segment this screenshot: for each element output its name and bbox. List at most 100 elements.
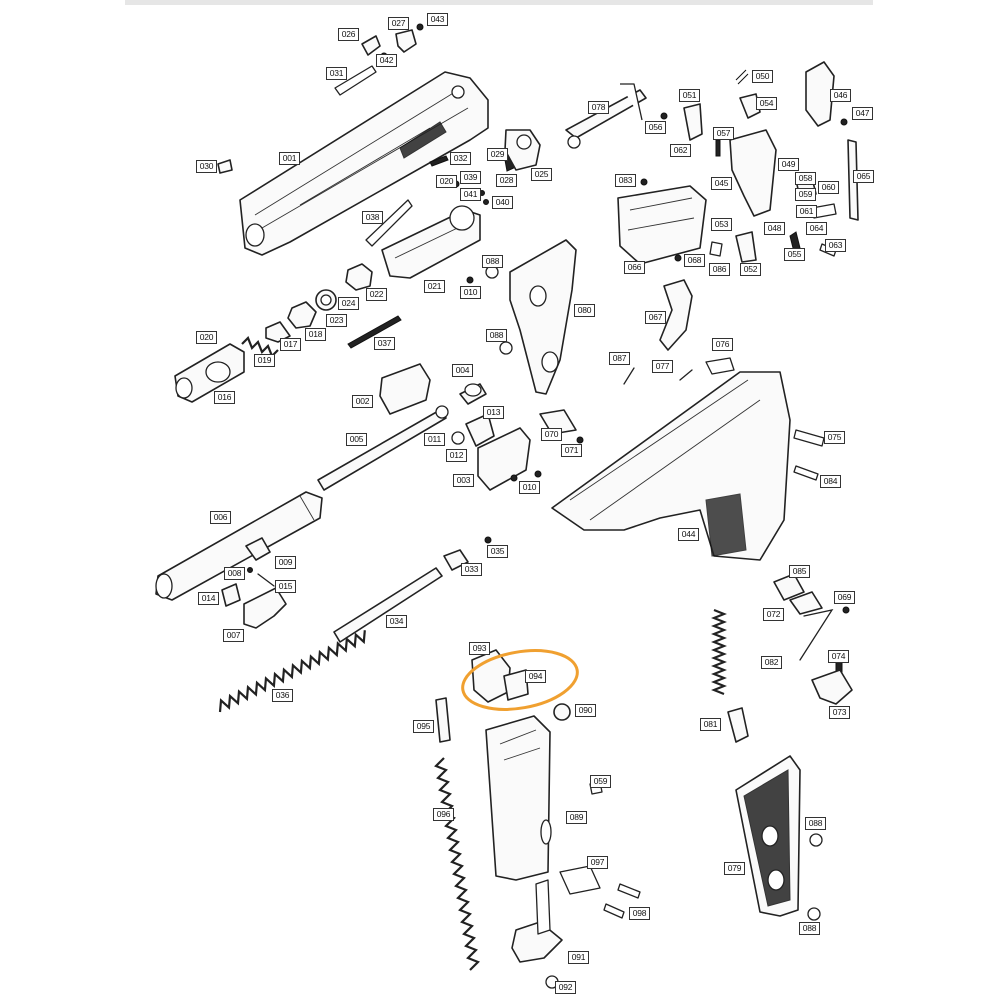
hop-up-chamber [174,336,245,403]
magazine-group [434,649,641,989]
part-label: 031 [326,67,347,80]
part-label: 005 [346,433,367,446]
grip-panel-079 [735,755,823,921]
part-label: 056 [645,121,666,134]
part-label: 074 [828,650,849,663]
part-label: 014 [198,592,219,605]
part-label: 039 [460,171,481,184]
part-label: 036 [272,689,293,702]
part-label: 088 [805,817,826,830]
part-034-guide-rod [333,567,443,643]
part-label: 091 [568,951,589,964]
part-label: 088 [482,255,503,268]
part-label: 057 [713,127,734,140]
part-label: 029 [487,148,508,161]
part-label: 061 [796,205,817,218]
part-label: 024 [338,297,359,310]
part-label: 020 [436,175,457,188]
part-label: 037 [374,337,395,350]
part-label: 020 [196,331,217,344]
part-label: 010 [460,286,481,299]
part-label: 072 [763,608,784,621]
part-label: 064 [806,222,827,235]
part-label: 030 [196,160,217,173]
part-label: 055 [784,248,805,261]
inner-barrel-group [155,491,492,629]
part-label: 086 [709,263,730,276]
part-label: 001 [279,152,300,165]
part-label: 067 [645,311,666,324]
part-label: 084 [820,475,841,488]
part-label: 041 [460,188,481,201]
slide-part [239,71,489,256]
part-label: 081 [700,718,721,731]
part-label: 058 [795,172,816,185]
part-label: 083 [615,174,636,187]
part-label: 065 [853,170,874,183]
part-label: 073 [829,706,850,719]
part-label: 006 [210,511,231,524]
part-label: 035 [487,545,508,558]
part-label: 094 [525,670,546,683]
part-label: 007 [223,629,244,642]
part-label: 025 [531,168,552,181]
part-label: 062 [670,144,691,157]
part-label: 071 [561,444,582,457]
part-label: 069 [834,591,855,604]
part-label: 052 [740,263,761,276]
part-label: 070 [541,428,562,441]
part-label: 053 [711,218,732,231]
part-label: 022 [366,288,387,301]
part-label: 003 [453,474,474,487]
part-label: 019 [254,354,275,367]
part-label: 078 [588,101,609,114]
part-label: 045 [711,177,732,190]
part-label: 013 [483,406,504,419]
part-label: 050 [752,70,773,83]
part-label: 097 [587,856,608,869]
part-label: 098 [629,907,650,920]
part-label: 075 [824,431,845,444]
part-label: 088 [486,329,507,342]
part-label: 089 [566,811,587,824]
loading-nozzle-group [241,199,481,358]
part-label: 038 [362,211,383,224]
part-label: 018 [305,328,326,341]
part-label: 046 [830,89,851,102]
part-label: 080 [574,304,595,317]
safety-decocker-group [711,573,853,743]
part-label: 066 [624,261,645,274]
frame-044 [551,357,825,561]
part-label: 015 [275,580,296,593]
part-label: 087 [609,352,630,365]
part-label: 026 [338,28,359,41]
part-label: 011 [424,433,445,446]
part-036-recoil-spring [218,630,366,713]
part-label: 023 [326,314,347,327]
part-label: 059 [795,188,816,201]
part-label: 060 [818,181,839,194]
part-label: 033 [461,563,482,576]
part-label: 047 [852,107,873,120]
part-label: 079 [724,862,745,875]
part-label: 034 [386,615,407,628]
part-label: 040 [492,196,513,209]
part-label: 021 [424,280,445,293]
part-label: 059 [590,775,611,788]
highlight-ring [461,649,579,711]
part-label: 009 [275,556,296,569]
part-label: 068 [684,254,705,267]
part-label: 063 [825,239,846,252]
part-label: 008 [224,567,245,580]
part-label: 085 [789,565,810,578]
grip-panel-080 [466,239,577,395]
part-label: 010 [519,481,540,494]
part-label: 054 [756,97,777,110]
part-label: 090 [575,704,596,717]
part-037-rod [347,315,402,349]
part-label: 049 [778,158,799,171]
part-label: 093 [469,642,490,655]
outer-barrel-group [317,363,542,491]
